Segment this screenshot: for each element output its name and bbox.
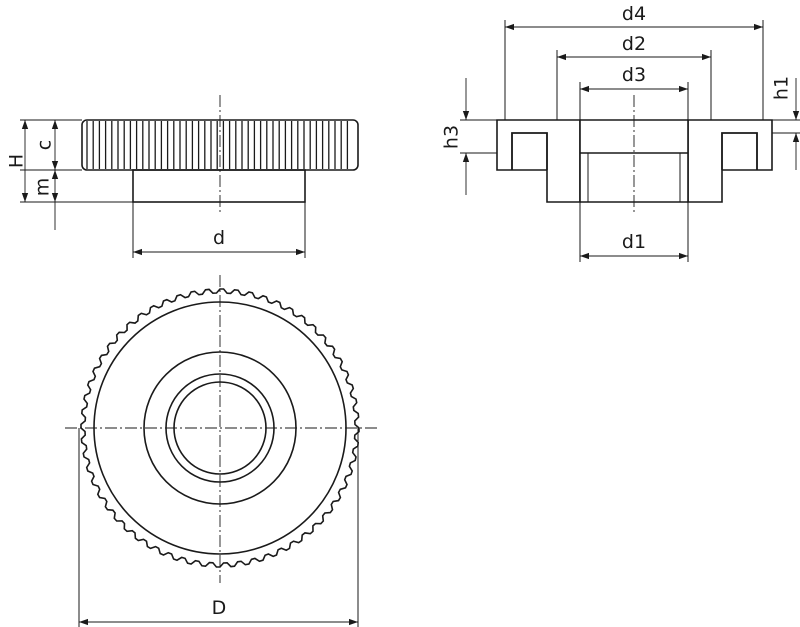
top-view: D xyxy=(65,275,378,627)
side-view: H c m d xyxy=(6,95,359,258)
dim-label-h1: h1 xyxy=(771,76,793,100)
knurled-head xyxy=(81,119,359,171)
dim-label-d1: d1 xyxy=(622,231,646,253)
collar-outline xyxy=(132,169,306,203)
dim-label-d2: d2 xyxy=(622,33,646,55)
dim-label-h3: h3 xyxy=(441,125,463,149)
dim-label-H: H xyxy=(6,154,28,168)
dim-label-D: D xyxy=(212,597,227,619)
section-view: d4 d2 d3 d1 h3 h1 xyxy=(441,3,800,262)
section-groove-right xyxy=(721,132,758,170)
dim-label-c: c xyxy=(34,140,56,150)
knurl-lines xyxy=(86,121,349,169)
dim-label-d: d xyxy=(213,227,225,249)
section-groove-left xyxy=(511,132,548,170)
dim-label-d3: d3 xyxy=(622,64,646,86)
dim-label-d4: d4 xyxy=(622,3,646,25)
dim-label-m: m xyxy=(32,178,54,197)
